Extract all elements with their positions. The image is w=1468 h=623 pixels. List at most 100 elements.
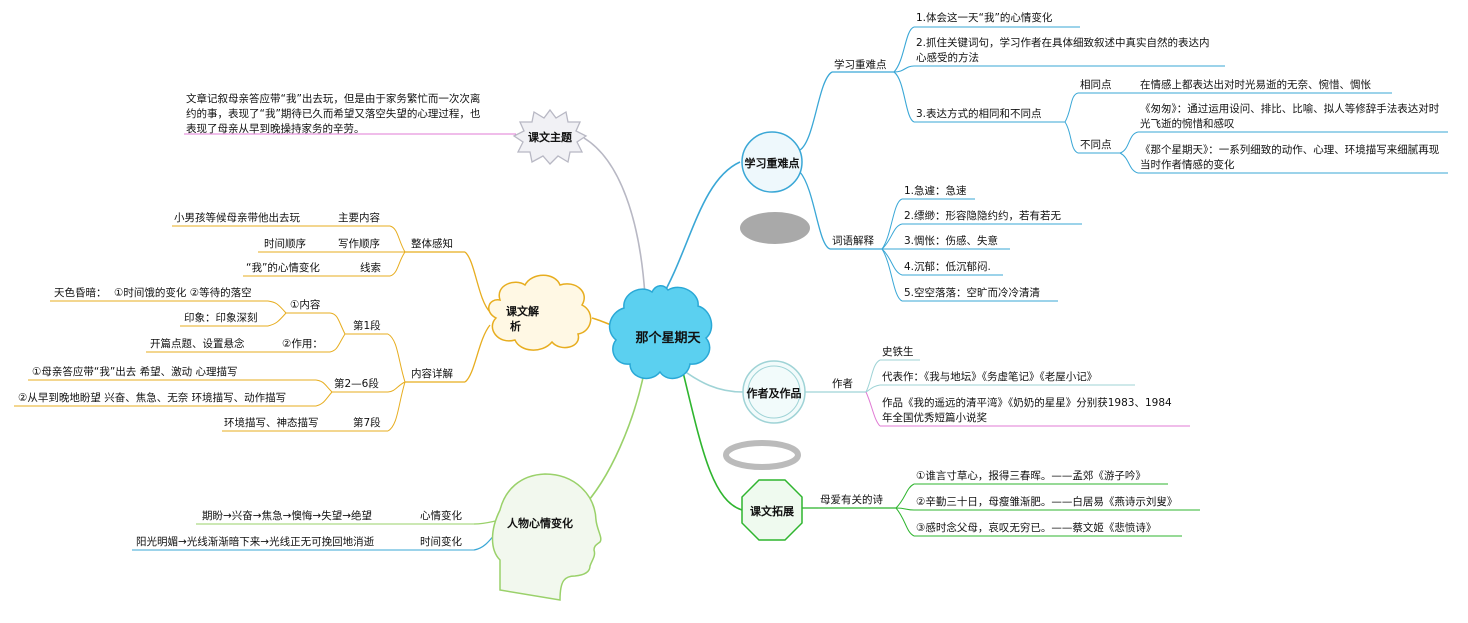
- theme-node-label[interactable]: 课文主题: [528, 131, 572, 144]
- poem-2: ②辛勤三十日，母瘦雏渐肥。——白居易《燕诗示刘叟》: [916, 496, 1178, 508]
- line-main-content: [389, 225, 406, 253]
- para7-text: 环境描写、神态描写: [224, 417, 319, 429]
- line-same: [1064, 92, 1079, 123]
- connector-theme: [583, 137, 646, 297]
- para2-6-label: 第2—6段: [334, 378, 379, 390]
- key-point-3: 3.表达方式的相同和不同点: [916, 108, 1042, 120]
- line-effect: [329, 333, 346, 353]
- line-key: [799, 71, 833, 151]
- extension-node-label[interactable]: 课文拓展: [750, 505, 794, 518]
- line-e2: [895, 507, 915, 511]
- key-point-1: 1.体会这一天“我”的心情变化: [916, 12, 1053, 24]
- time-label: 时间变化: [420, 536, 462, 548]
- mood-label: 心情变化: [420, 510, 462, 522]
- extension-node-octagon[interactable]: [741, 479, 803, 541]
- diff-point-1: 《匆匆》：通过运用设问、排比、比喻、拟人等修辞手法表达对时光飞逝的惋惜和感叹: [1140, 103, 1440, 130]
- para7-label: 第7段: [353, 417, 381, 429]
- author-label: 作者: [832, 378, 853, 390]
- line-p26a: [315, 379, 333, 393]
- center-title[interactable]: 那个星期天: [635, 331, 701, 346]
- line-diff2: [1119, 152, 1139, 174]
- connector-key-points: [659, 161, 741, 301]
- analysis-node-label-line1[interactable]: 课文解: [506, 305, 539, 318]
- poem-3: ③感时念父母，哀叹无穷已。——蔡文姬《悲愤诗》: [916, 522, 1157, 534]
- analysis-node-label-line2[interactable]: 析: [510, 320, 521, 333]
- theme-node-burst[interactable]: [512, 108, 588, 165]
- time-text: 阳光明媚→光线渐渐暗下来→光线正无可挽回地消逝: [136, 536, 375, 548]
- line-k3: [893, 71, 915, 123]
- line-p26b: [315, 391, 333, 407]
- key-points-node-circle[interactable]: [741, 131, 803, 193]
- line-k1: [893, 26, 915, 73]
- key-points-node-label[interactable]: 学习重难点: [744, 157, 800, 170]
- line-clue: [389, 251, 406, 277]
- main-content-label: 主要内容: [338, 212, 380, 224]
- clue-label: 线索: [360, 262, 381, 274]
- author-works-node-label[interactable]: 作者及作品: [746, 387, 802, 400]
- line-para26: [387, 381, 406, 393]
- detail-label: 内容详解: [411, 368, 453, 380]
- para2-6-item-b: ②从早到晚地盼望 兴奋、焦急、无奈 环境描写、动作描写: [18, 392, 287, 404]
- line-a2: [865, 384, 881, 393]
- key-points-sub-label: 学习重难点: [834, 59, 887, 71]
- author-works: 代表作：《我与地坛》《务虚笔记》《老屋小记》: [882, 371, 1098, 383]
- opening-text: 开篇点题、设置悬念: [150, 338, 245, 350]
- author-awards: 作品《我的遥远的清平湾》《奶奶的星星》分别获1983、1984年全国优秀短篇小说…: [882, 397, 1172, 424]
- line-a3: [865, 391, 881, 427]
- line-diff1: [1119, 131, 1139, 154]
- same-point-label: 相同点: [1080, 79, 1112, 91]
- sky-items: ①时间饿的变化 ②等待的落空: [114, 287, 252, 299]
- main-content-text: 小男孩等候母亲带他出去玩: [174, 212, 300, 224]
- line-v4: [881, 248, 903, 276]
- vocab-label: 词语解释: [832, 235, 874, 247]
- line-k2: [893, 65, 915, 73]
- line-diff: [1064, 121, 1079, 154]
- para2-6-item-a: ①母亲答应带“我”出去 希望、激动 心理描写: [32, 366, 238, 378]
- line-detail: [464, 324, 491, 383]
- line-v5: [881, 248, 903, 302]
- key-point-2: 2.抓住关键词句，学习作者在具体细致叙述中真实自然的表达内心感受的方法: [916, 37, 1210, 64]
- vocab-item-3: 3.惆怅：伤感、失意: [904, 235, 999, 247]
- line-a1: [865, 359, 881, 393]
- character-node-head[interactable]: [491, 473, 602, 601]
- order-text: 时间顺序: [264, 238, 306, 250]
- impression-text: 印象：印象深刻: [184, 312, 258, 324]
- decorative-blob: [740, 212, 810, 244]
- overall-label: 整体感知: [411, 238, 453, 250]
- order-label: 写作顺序: [338, 238, 380, 250]
- vocab-item-4: 4.沉郁：低沉郁闷.: [904, 261, 991, 273]
- extension-label: 母爱有关的诗: [820, 494, 883, 506]
- clue-text: “我”的心情变化: [246, 262, 320, 274]
- sky-label: 天色昏暗：: [54, 287, 107, 299]
- line-overall: [464, 251, 491, 313]
- line-v1: [881, 198, 903, 250]
- effect-label: ②作用：: [282, 338, 323, 350]
- line-e1: [895, 483, 915, 509]
- line-para7: [387, 381, 406, 432]
- author-name: 史铁生: [882, 346, 914, 358]
- author-node-circle[interactable]: [742, 360, 806, 424]
- line-content1: [329, 312, 346, 335]
- line-sky: [267, 300, 287, 314]
- connector-extension: [679, 359, 743, 511]
- line-para1: [387, 333, 406, 383]
- line-e3: [895, 507, 915, 537]
- center-node-shape[interactable]: [608, 285, 713, 380]
- line-vocab: [799, 171, 831, 250]
- line-impression: [267, 312, 287, 327]
- content1-label: ①内容: [290, 299, 321, 311]
- connector-character: [579, 367, 646, 511]
- poem-1: ①谁言寸草心，报得三春晖。——孟郊《游子吟》: [916, 470, 1146, 482]
- mood-text: 期盼→兴奋→焦急→懊悔→失望→绝望: [202, 510, 372, 522]
- theme-text: 文章记叙母亲答应带“我”出去玩，但是由于家务繁忙而一次次离约的事，表现了“我”期…: [186, 93, 481, 135]
- author-node-inner-ring: [747, 365, 801, 419]
- line-v2: [881, 223, 903, 250]
- vocab-item-5: 5.空空落落：空旷而冷冷清清: [904, 287, 1041, 299]
- vocab-item-2: 2.缥缈：形容隐隐约约，若有若无: [904, 210, 1062, 222]
- character-node-label[interactable]: 人物心情变化: [507, 517, 573, 530]
- analysis-node-cloud[interactable]: [488, 274, 592, 351]
- vocab-item-1: 1.急遽：急速: [904, 185, 967, 197]
- decorative-ring: [723, 440, 801, 470]
- same-point-text: 在情感上都表达出对时光易逝的无奈、惋惜、惆怅: [1140, 79, 1371, 91]
